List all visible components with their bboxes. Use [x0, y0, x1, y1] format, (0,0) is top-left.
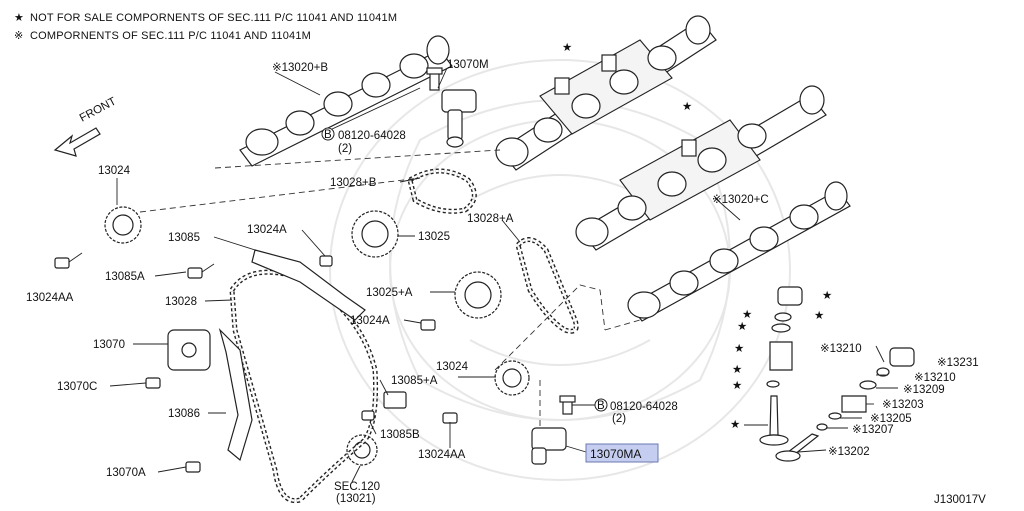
label-bolt-mid: 08120-64028: [610, 401, 678, 413]
label-13024a-1[interactable]: 13024A: [247, 224, 287, 236]
star-icon: ★: [822, 290, 832, 302]
bolt-mark-b-mid: B: [597, 400, 605, 412]
bolt-13085b[interactable]: [361, 410, 375, 421]
sprocket-13025a[interactable]: [454, 271, 502, 319]
label-13028a[interactable]: 13028+A: [467, 213, 514, 225]
star-icon: ★: [732, 364, 742, 376]
label-13085a[interactable]: 13085A: [105, 271, 145, 283]
star-markers: ★ ★ ★ ★ ★ ★ ★ ★ ★ ★: [562, 42, 832, 431]
label-13020b[interactable]: ※13020+B: [272, 62, 328, 74]
label-13020c[interactable]: ※13020+C: [712, 194, 769, 206]
label-13028[interactable]: 13028: [165, 296, 197, 308]
label-13085[interactable]: 13085: [168, 232, 200, 244]
label-13210a[interactable]: ※13210: [820, 343, 862, 355]
note-components: COMPORNENTS OF SEC.111 P/C 11041 AND 110…: [30, 30, 311, 42]
star-icon: ★: [730, 419, 740, 431]
valve-lifter-right[interactable]: [889, 347, 915, 367]
note-kome-symbol: ※: [14, 30, 23, 42]
camshaft-13020c[interactable]: [627, 181, 851, 322]
star-icon: ★: [814, 310, 824, 322]
bolt-13070c[interactable]: [145, 377, 161, 389]
seat-left[interactable]: [766, 380, 780, 388]
sprocket-13024-top[interactable]: [104, 206, 142, 244]
label-13210b[interactable]: ※13210: [914, 372, 956, 384]
label-13205[interactable]: ※13205: [870, 413, 912, 425]
label-bolt-top-qty: (2): [338, 143, 352, 155]
label-sec120[interactable]: SEC.120: [334, 481, 380, 493]
label-13024-mid[interactable]: 13024: [436, 361, 469, 373]
front-arrow: FRONT: [53, 95, 119, 157]
label-13070ma[interactable]: 13070MA: [590, 447, 641, 461]
star-icon: ★: [734, 343, 744, 355]
bolt-13024aa-left[interactable]: [54, 252, 83, 269]
chain-13028b[interactable]: [407, 168, 477, 214]
bolt-mark-b: B: [324, 129, 332, 141]
camshaft-assembly-lower[interactable]: [575, 85, 827, 251]
guide-13085a-plus[interactable]: [383, 391, 407, 409]
label-13203[interactable]: ※13203: [882, 399, 924, 411]
spring-left[interactable]: [769, 341, 793, 371]
camshaft-13020b[interactable]: [239, 35, 453, 167]
label-13024-top[interactable]: 13024: [98, 165, 131, 177]
bolt-13024a-2[interactable]: [420, 319, 436, 331]
label-13070[interactable]: 13070: [93, 339, 125, 351]
bolt-13024aa-mid[interactable]: [442, 412, 458, 424]
label-13085a-plus[interactable]: 13085+A: [391, 375, 438, 387]
dashed-leaders: [139, 149, 641, 430]
note-not-for-sale: NOT FOR SALE COMPORNENTS OF SEC.111 P/C …: [30, 12, 397, 24]
label-13231[interactable]: ※13231: [937, 357, 979, 369]
bolt-top-callout[interactable]: B 08120-64028 (2): [321, 127, 406, 155]
tensioner-13070[interactable]: [167, 329, 211, 371]
valve-left[interactable]: [759, 395, 789, 446]
slack-guide-13086[interactable]: [218, 327, 253, 462]
bolt-top[interactable]: [426, 67, 443, 91]
label-13070c[interactable]: 13070C: [57, 381, 97, 393]
bolt-13085a[interactable]: [187, 263, 215, 279]
bolt-13024a-1[interactable]: [319, 255, 333, 267]
label-13086[interactable]: 13086: [168, 408, 200, 420]
bolt-mid-callout[interactable]: B 08120-64028 (2): [594, 398, 678, 425]
label-13209[interactable]: ※13209: [903, 384, 945, 396]
label-13025[interactable]: 13025: [418, 231, 450, 243]
part-labels: ※13020+B 13070M B 08120-64028 (2) 13028+…: [26, 59, 979, 505]
valve-parts-right[interactable]: [775, 367, 890, 462]
label-13028b[interactable]: 13028+B: [330, 177, 377, 189]
label-13024a-2[interactable]: 13024A: [350, 315, 390, 327]
label-13207[interactable]: ※13207: [852, 424, 894, 436]
label-13085b[interactable]: 13085B: [380, 429, 420, 441]
label-13070m[interactable]: 13070M: [447, 59, 489, 71]
star-icon: ★: [737, 321, 747, 333]
actuator-13070ma[interactable]: [531, 427, 567, 465]
valve-lifter-left[interactable]: [777, 286, 803, 306]
star-icon: ★: [742, 309, 752, 321]
diagram-code: J130017V: [934, 494, 986, 506]
camshaft-assembly-upper[interactable]: [495, 15, 717, 171]
note-star-symbol: ★: [14, 12, 24, 24]
retainer-left[interactable]: [771, 312, 792, 333]
label-13024aa-left[interactable]: 13024AA: [26, 292, 74, 304]
label-13025a[interactable]: 13025+A: [366, 287, 413, 299]
label-13202[interactable]: ※13202: [828, 446, 870, 458]
label-bolt-top: 08120-64028: [338, 130, 406, 142]
bolt-mid[interactable]: [559, 395, 576, 415]
highlight-box: [585, 443, 659, 463]
sprocket-13025[interactable]: [351, 210, 399, 258]
label-13070a[interactable]: 13070A: [106, 467, 146, 479]
star-icon: ★: [562, 42, 572, 54]
leaders: [109, 67, 898, 483]
header-notes: ★ NOT FOR SALE COMPORNENTS OF SEC.111 P/…: [14, 12, 397, 42]
star-icon: ★: [682, 101, 692, 113]
chain-guide-13085[interactable]: [251, 249, 366, 321]
label-13070ma-highlight[interactable]: 13070MA: [585, 443, 659, 463]
label-13024aa-mid[interactable]: 13024AA: [418, 449, 466, 461]
sprocket-13024-mid[interactable]: [494, 360, 530, 396]
front-label: FRONT: [78, 95, 119, 124]
actuator-13070m[interactable]: [441, 89, 477, 148]
bolt-13070a[interactable]: [185, 461, 201, 473]
label-bolt-mid-qty: (2): [612, 413, 626, 425]
star-icon: ★: [732, 380, 742, 392]
label-sec120-sub: (13021): [336, 493, 376, 505]
